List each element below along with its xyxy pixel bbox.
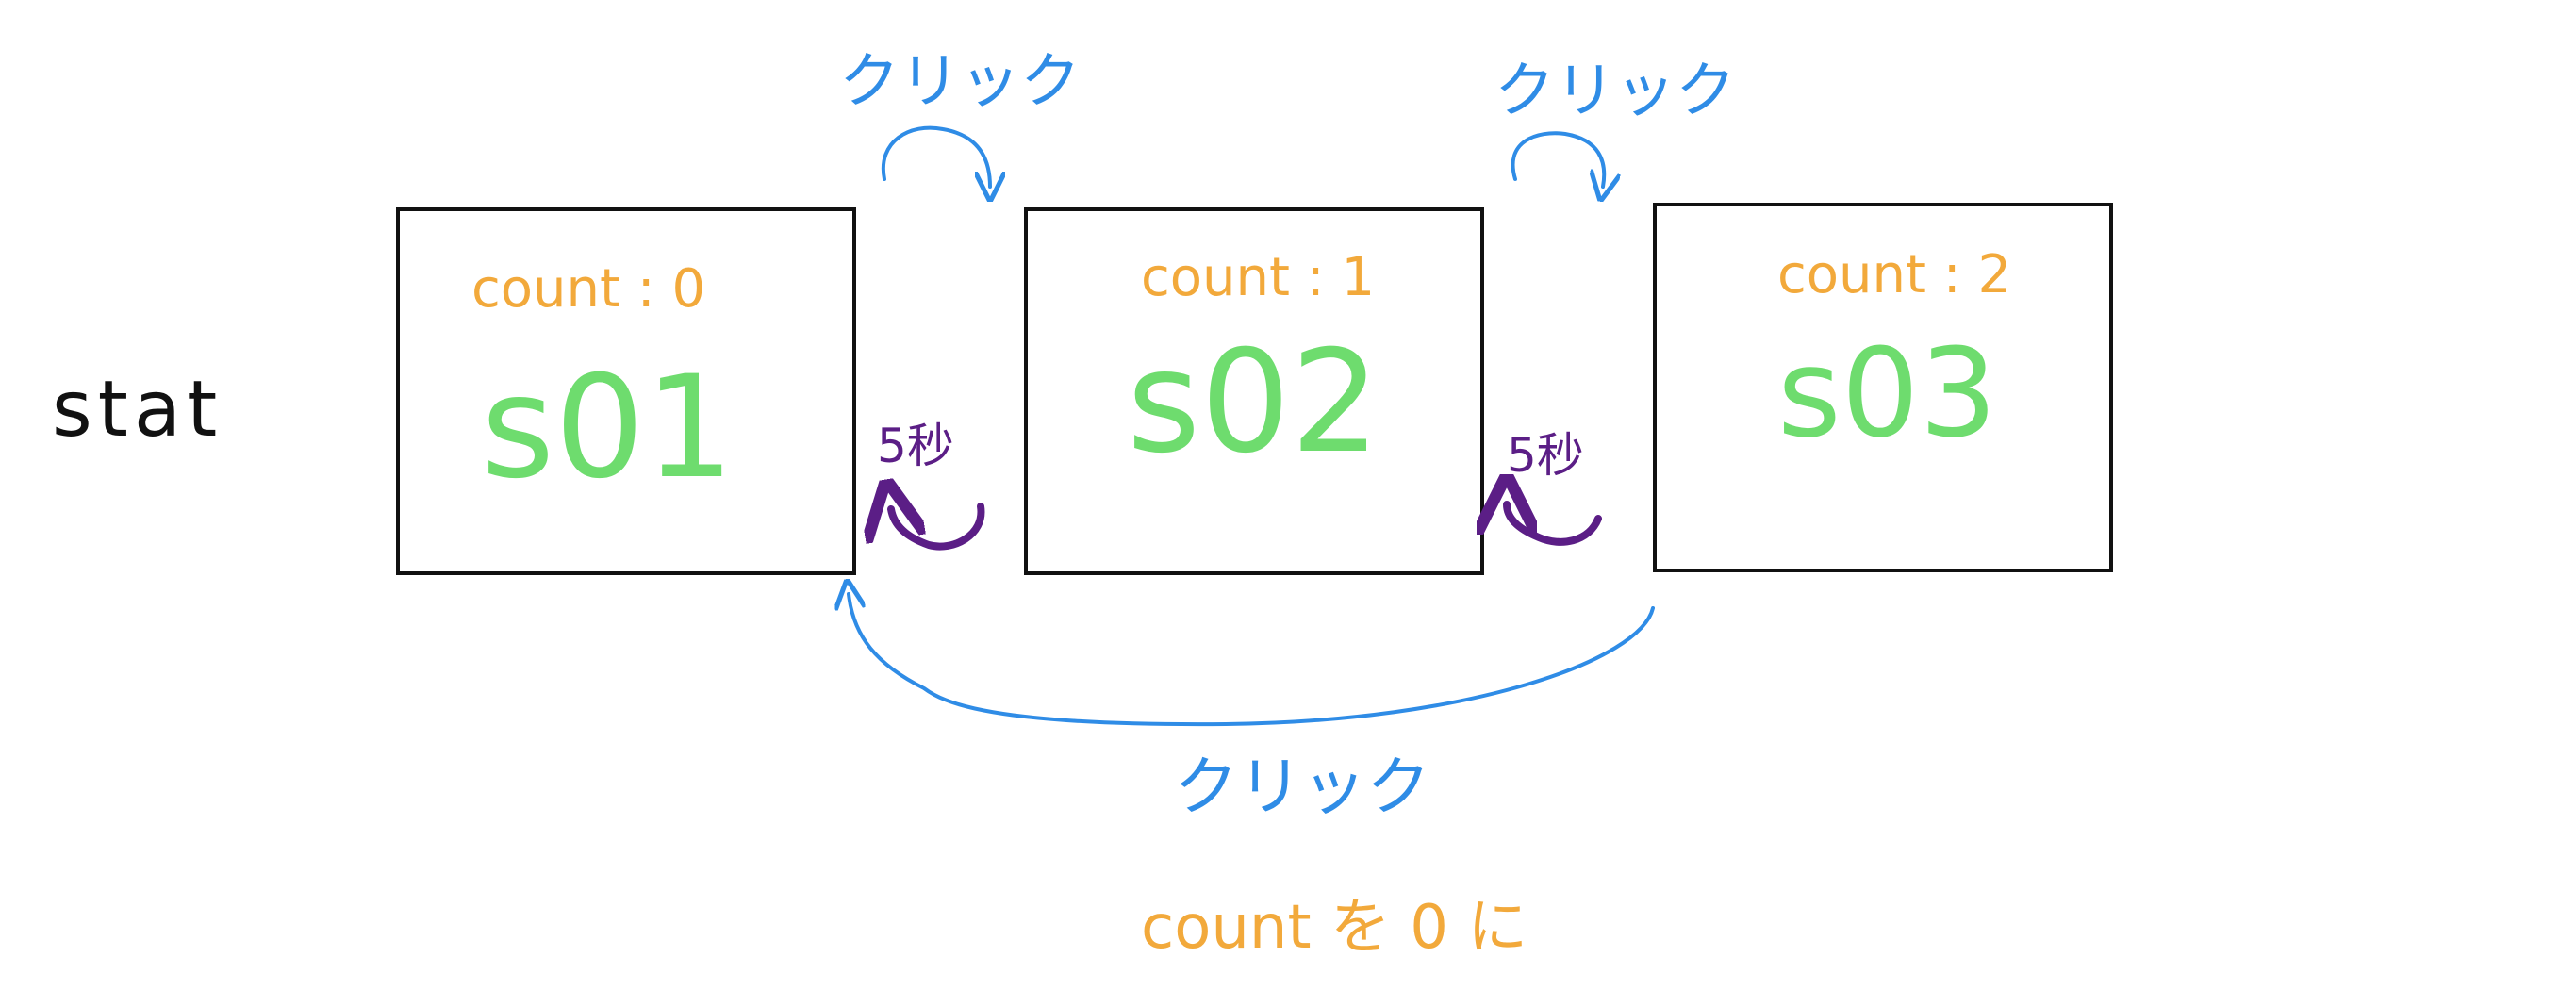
transition-timer-s02-s01: 5秒 — [877, 419, 985, 551]
state-s03: count : 2 s03 — [1653, 203, 2113, 572]
state-count-label: count : 2 — [1777, 244, 2011, 305]
timer-arrow — [1507, 504, 1602, 546]
transition-label: クリック — [839, 47, 1081, 117]
transition-label: クリック — [1494, 57, 1736, 126]
state-count-label: count : 1 — [1141, 247, 1375, 308]
click-arrow — [849, 594, 1655, 727]
state-box — [396, 207, 856, 575]
timer-arrow — [891, 506, 985, 551]
transition-timer-s03-s02: 5秒 — [1507, 428, 1602, 546]
transition-label: 5秒 — [1507, 428, 1584, 483]
state-box — [1653, 203, 2113, 572]
transition-click-s01-s02: クリック — [839, 47, 1081, 187]
transition-label: 5秒 — [877, 419, 954, 473]
transition-label: クリック — [1174, 751, 1430, 825]
click-arrow — [1511, 131, 1605, 187]
diagram-label: stat — [52, 365, 223, 454]
reset-note: count を 0 に — [1141, 893, 1527, 963]
state-count-label: count : 0 — [471, 258, 705, 320]
click-arrow — [881, 125, 990, 187]
state-s02: count : 1 s02 — [1024, 207, 1484, 575]
state-box — [1024, 207, 1484, 575]
state-name: s01 — [481, 346, 735, 510]
transition-click-s03-s01: クリック count を 0 に — [849, 594, 1655, 963]
transition-click-s02-s03: クリック — [1494, 57, 1736, 187]
state-s01: count : 0 s01 — [396, 207, 856, 575]
state-name: s02 — [1127, 321, 1380, 485]
state-name: s03 — [1777, 322, 1997, 465]
